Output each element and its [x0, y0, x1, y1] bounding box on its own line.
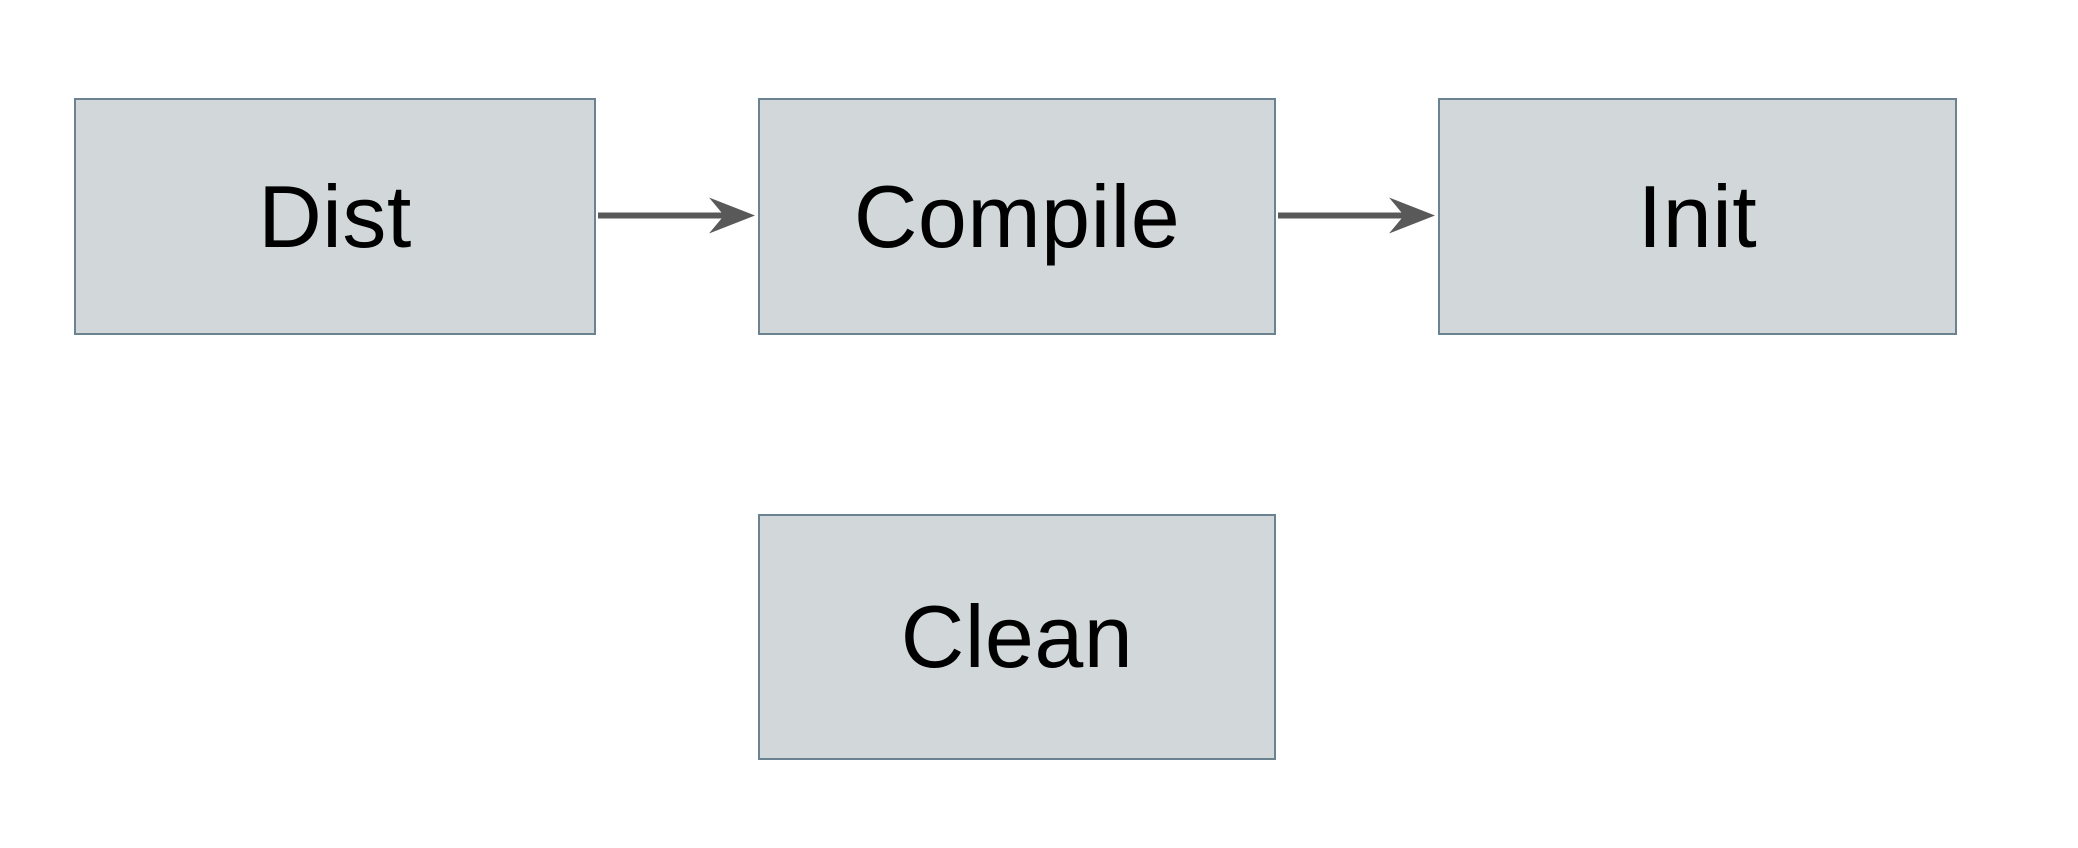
arrow-dist-to-compile	[598, 197, 755, 234]
node-dist-label: Dist	[258, 166, 412, 266]
node-init-label: Init	[1637, 166, 1758, 266]
arrowhead-icon	[1389, 197, 1435, 234]
node-init: Init	[1438, 98, 1957, 335]
node-clean-label: Clean	[900, 587, 1134, 686]
arrowhead-icon	[709, 197, 755, 234]
node-compile: Compile	[758, 98, 1276, 335]
node-dist: Dist	[74, 98, 596, 335]
node-clean: Clean	[758, 514, 1276, 760]
node-compile-label: Compile	[853, 166, 1181, 266]
arrow-compile-to-init	[1278, 197, 1435, 234]
